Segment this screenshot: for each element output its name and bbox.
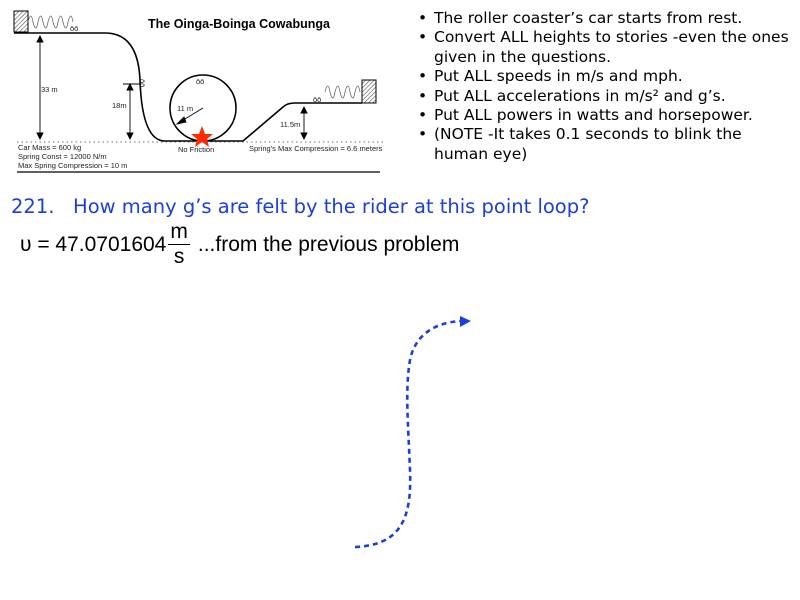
car-loop: ōō [196,77,204,86]
label-right-compression: Spring's Max Compression = 6.6 meters [249,144,383,153]
label-11-5m: 11.5m [280,120,300,129]
label-spring-const: Spring Const = 12000 N/m [18,152,107,161]
car-right: ōō [313,95,321,104]
label-max-compression: Max Spring Compression = 10 m [18,161,127,170]
star-icon [191,126,213,147]
instructions-list: •The roller coaster’s car starts from re… [418,9,798,164]
left-spring [27,15,74,29]
formula-lhs: υ = 47.0701604 [20,232,167,256]
bullet-item: •Convert ALL heights to stories -even th… [418,28,789,66]
diagram-title: The Oinga-Boinga Cowabunga [148,17,331,31]
label-33m: 33 m [41,85,58,94]
question-number: 221. [11,195,55,218]
right-spring-block [361,79,377,104]
roller-coaster-diagram: ōō ōō ōō ōō The Oinga-Boinga Cowabunga 3… [13,10,383,173]
right-spring [324,85,361,99]
car-top-left: ōō [70,24,78,33]
question-text: How many g’s are felt by the rider at th… [73,195,590,218]
bullet-item: •Put ALL accelerations in m/s² and g’s. [418,86,726,105]
unit-fraction: m s [168,220,190,269]
question: 221. How many g’s are felt by the rider … [11,195,589,218]
arrowhead-icon [460,316,471,327]
unit-denominator: s [173,245,185,268]
label-11m: 11 m [177,104,193,113]
bullet-item: •(NOTE -It takes 0.1 seconds to blink th… [418,125,742,163]
dimension-arrows [36,34,308,141]
car-drop: ōō [138,79,147,87]
label-no-friction: No Friction [178,145,214,154]
formula-note: ...from the previous problem [197,232,460,256]
label-car-mass: Car Mass = 600 kg [18,143,81,152]
unit-numerator: m [168,220,190,245]
velocity-formula: υ = 47.0701604 m s ...from the previous … [20,220,459,269]
bullet-item: •Put ALL speeds in m/s and mph. [418,67,683,86]
bullet-item: •Put ALL powers in watts and horsepower. [418,106,753,125]
bullet-item: •The roller coaster’s car starts from re… [418,9,743,27]
label-18m: 18m [112,101,127,110]
track [14,32,362,142]
